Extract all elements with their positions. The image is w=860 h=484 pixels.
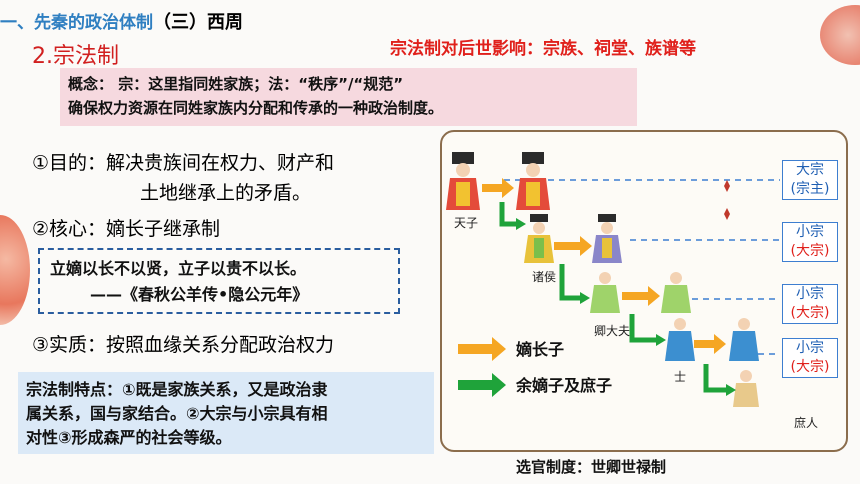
orange-arrows bbox=[482, 178, 726, 354]
features-line-2: 属关系，国与家结合。②大宗与小宗具有相 bbox=[26, 404, 328, 423]
rank-label-shi: 士 bbox=[674, 370, 687, 384]
diamond-2 bbox=[724, 208, 730, 220]
decorative-flower-right bbox=[820, 5, 860, 65]
box-xiaozong-2: 小宗 (大宗) bbox=[782, 284, 838, 324]
rank-label-qingdafu: 卿大夫 bbox=[594, 324, 631, 338]
rank-label-zhuhou: 诸侯 bbox=[532, 270, 557, 284]
box-dazong-bottom: (宗主) bbox=[790, 181, 830, 197]
features-box: 宗法制特点：①既是家族关系，又是政治隶 属关系，国与家结合。②大宗与小宗具有相 … bbox=[18, 372, 434, 454]
decorative-flower-left bbox=[0, 215, 30, 325]
figure-qingdafu bbox=[590, 272, 620, 313]
concept-line-1: 概念： 宗：这里指同姓家族；法：“秩序”/“规范” bbox=[68, 75, 404, 93]
box-xiaozong-2-bottom: (大宗) bbox=[790, 305, 830, 321]
concept-line-2: 确保权力资源在同姓家族内分配和传承的一种政治制度。 bbox=[68, 99, 444, 117]
header-title: 一、先秦的政治体制（三）西周 bbox=[0, 8, 243, 34]
diamond-1 bbox=[724, 180, 730, 192]
concept-box: 概念： 宗：这里指同姓家族；法：“秩序”/“规范” 确保权力资源在同姓家族内分配… bbox=[60, 68, 637, 126]
figure-tianzi bbox=[446, 152, 480, 210]
box-xiaozong-3-bottom: (大宗) bbox=[790, 359, 830, 375]
essence-text: ③实质：按照血缘关系分配政治权力 bbox=[32, 334, 335, 356]
section-title: 2.宗法制 bbox=[32, 44, 119, 69]
green-arrows bbox=[499, 202, 728, 393]
box-xiaozong-3: 小宗 (大宗) bbox=[782, 338, 838, 378]
figure-zhuhou bbox=[524, 214, 554, 263]
box-xiaozong-1-top: 小宗 bbox=[796, 224, 824, 240]
core-text: ②核心：嫡长子继承制 bbox=[32, 218, 221, 240]
features-line-3: 对性③形成森严的社会等级。 bbox=[26, 428, 232, 447]
header-title-period: （三）西周 bbox=[153, 12, 243, 33]
legend-label-eldest-son: 嫡长子 bbox=[516, 340, 565, 359]
rank-label-shuren: 庶人 bbox=[794, 416, 819, 430]
box-dazong-top: 大宗 bbox=[796, 162, 824, 178]
quote-box: 立嫡以长不以贤，立子以贵不以长。 ——《春秋公羊传•隐公元年》 bbox=[38, 248, 400, 314]
quote-line-1: 立嫡以长不以贤，立子以贵不以长。 bbox=[50, 259, 307, 278]
figure-shi bbox=[665, 318, 695, 361]
influence-note: 宗法制对后世影响：宗族、祠堂、族谱等 bbox=[390, 39, 696, 59]
features-line-1: 宗法制特点：①既是家族关系，又是政治隶 bbox=[26, 380, 328, 399]
quote-source: ——《春秋公羊传•隐公元年》 bbox=[90, 285, 309, 304]
figure-qingdafu-heir bbox=[661, 272, 691, 313]
legend-green-arrow bbox=[458, 373, 506, 397]
figure-shi-heir bbox=[729, 318, 759, 361]
purpose-line-2: 土地继承上的矛盾。 bbox=[140, 182, 312, 204]
box-xiaozong-3-top: 小宗 bbox=[796, 340, 824, 356]
figure-zhuhou-heir bbox=[592, 214, 622, 263]
hierarchy-diagram: 天子 诸侯 卿大夫 士 庶人 大宗 (宗主) 小宗 (大宗) 小宗 (大宗) 小… bbox=[440, 130, 848, 452]
legend-orange-arrow bbox=[458, 337, 506, 361]
bottom-caption: 选官制度：世卿世禄制 bbox=[516, 458, 667, 476]
figure-shuren bbox=[733, 370, 759, 407]
rank-label-tianzi: 天子 bbox=[454, 216, 479, 230]
purpose-line-1: ①目的：解决贵族间在权力、财产和 bbox=[32, 152, 335, 174]
figure-tianzi-heir bbox=[516, 152, 550, 210]
legend-label-other-sons: 余嫡子及庶子 bbox=[516, 376, 613, 395]
box-xiaozong-2-top: 小宗 bbox=[796, 286, 824, 302]
box-dazong: 大宗 (宗主) bbox=[782, 160, 838, 200]
hierarchy-diagram-svg bbox=[446, 152, 780, 407]
header-title-section: 一、先秦的政治体制 bbox=[0, 13, 153, 33]
green-arrowheads bbox=[516, 218, 736, 396]
box-xiaozong-1: 小宗 (大宗) bbox=[782, 222, 838, 262]
box-xiaozong-1-bottom: (大宗) bbox=[790, 243, 830, 259]
